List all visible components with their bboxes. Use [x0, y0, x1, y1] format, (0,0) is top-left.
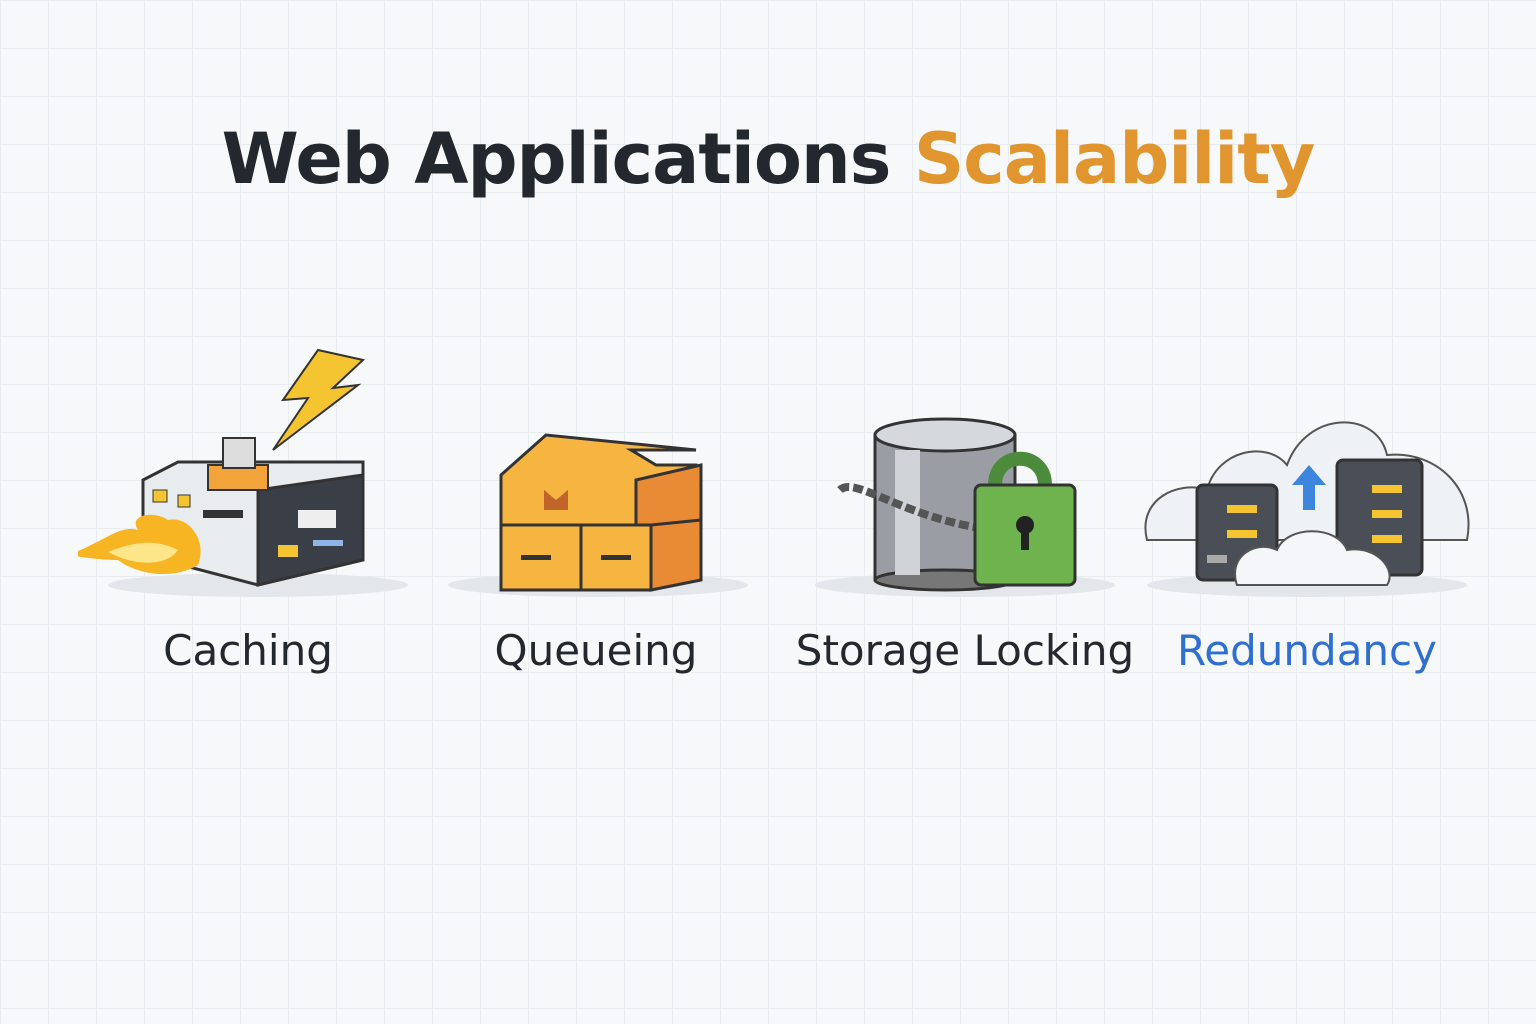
title-part-1: Web Applications	[221, 118, 892, 200]
cloud-servers-icon	[1144, 421, 1470, 597]
redundancy-item: Redundancy	[1137, 340, 1477, 675]
page-title: Web Applications Scalability	[0, 118, 1536, 200]
stacked-boxes-icon	[448, 433, 748, 597]
server-right-icon	[1335, 458, 1424, 577]
storage-locking-item: Storage Locking	[795, 340, 1135, 675]
storage-locking-label: Storage Locking	[795, 626, 1135, 675]
queueing-item: Queueing	[426, 340, 766, 675]
server-lightning-icon	[78, 348, 408, 597]
database-padlock-icon	[815, 417, 1115, 597]
title-part-2: Scalability	[913, 118, 1316, 200]
redundancy-label: Redundancy	[1177, 626, 1437, 675]
queueing-label: Queueing	[494, 626, 698, 675]
caching-label: Caching	[163, 626, 333, 675]
caching-item: Caching	[78, 340, 418, 675]
